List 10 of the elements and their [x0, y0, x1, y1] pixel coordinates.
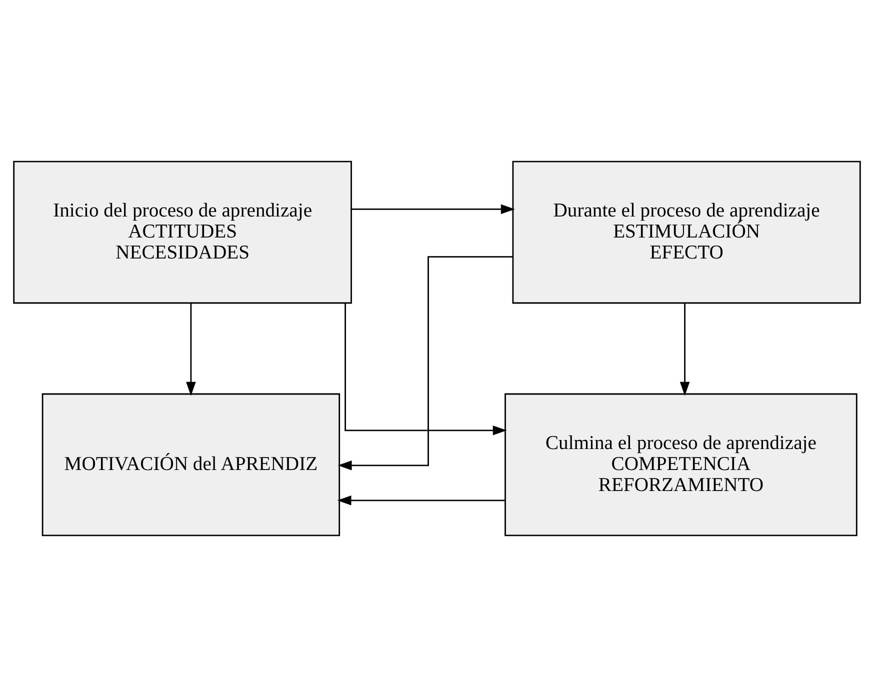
- node-box: MOTIVACIÓN del APRENDIZ: [42, 393, 340, 536]
- arrow: [186, 303, 196, 396]
- arrow: [680, 303, 690, 396]
- node-box: Durante el proceso de aprendizaje ESTIMULACIÓN EFECTO: [512, 160, 861, 304]
- arrow: [351, 204, 515, 214]
- arrow: [337, 496, 505, 506]
- arrow: [338, 256, 513, 470]
- node-box: Culmina el proceso de aprendizaje COMPETENCIA REFORZAMIENTO: [504, 393, 858, 536]
- node-box: Inicio del proceso de aprendizaje ACTITUDES NECESIDADES: [13, 160, 352, 304]
- arrow: [344, 303, 507, 436]
